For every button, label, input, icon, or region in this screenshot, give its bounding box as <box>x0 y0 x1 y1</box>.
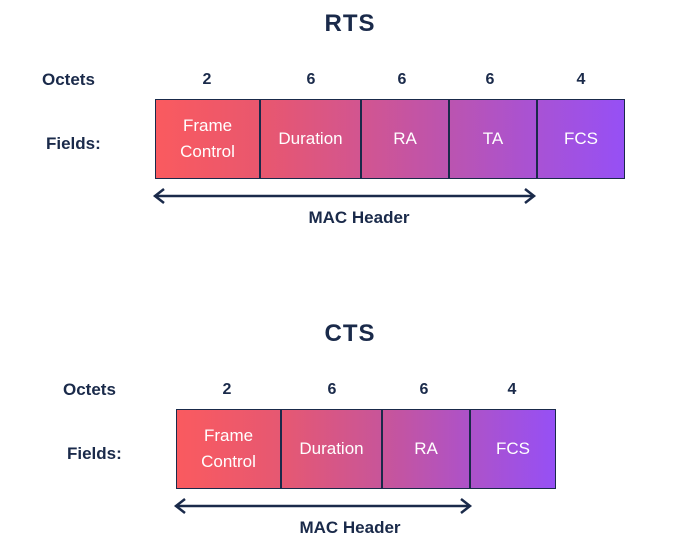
rts-field-duration: Duration <box>259 100 360 178</box>
rts-octets-label: Octets <box>42 70 95 89</box>
rts-octet-duration: 6 <box>306 71 316 88</box>
cts-octet-fcs: 4 <box>507 381 517 398</box>
cts-field-fcs: FCS <box>469 410 555 488</box>
rts-mac-header-arrow <box>152 188 537 204</box>
cts-field-frame-control: Frame Control <box>177 410 280 488</box>
rts-octet-fcs: 4 <box>576 71 586 88</box>
rts-octet-ra: 6 <box>397 71 407 88</box>
rts-fields-label: Fields: <box>46 134 101 153</box>
rts-field-fcs: FCS <box>536 100 624 178</box>
cts-field-ra: RA <box>381 410 469 488</box>
rts-field-ra: RA <box>360 100 448 178</box>
cts-octet-ra: 6 <box>419 381 429 398</box>
cts-octets-label: Octets <box>63 380 116 399</box>
rts-field-frame-control: Frame Control <box>156 100 259 178</box>
cts-fields-label: Fields: <box>67 444 122 463</box>
rts-title: RTS <box>324 10 376 37</box>
rts-octet-frame-control: 2 <box>202 71 212 88</box>
cts-mac-header-arrow <box>173 498 473 514</box>
rts-mac-header-label: MAC Header <box>308 208 410 227</box>
cts-octet-frame-control: 2 <box>222 381 232 398</box>
rts-octet-ta: 6 <box>485 71 495 88</box>
cts-field-duration: Duration <box>280 410 381 488</box>
rts-frame: Frame Control Duration RA TA FCS <box>155 99 625 179</box>
rts-field-ta: TA <box>448 100 536 178</box>
cts-octet-duration: 6 <box>327 381 337 398</box>
cts-mac-header-label: MAC Header <box>299 518 401 537</box>
cts-frame: Frame Control Duration RA FCS <box>176 409 556 489</box>
cts-title: CTS <box>324 320 376 347</box>
